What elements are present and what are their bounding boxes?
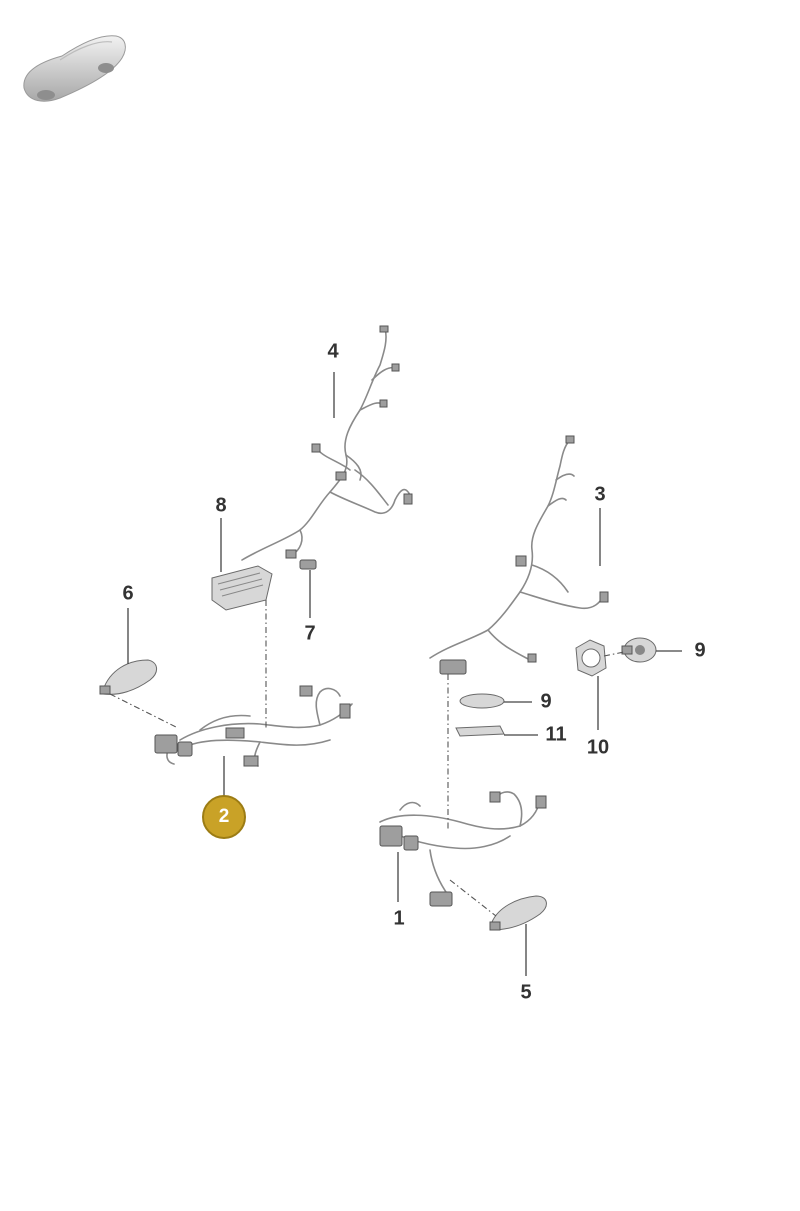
callout-6[interactable]: 6 <box>122 582 134 605</box>
backrest-harness-left[interactable] <box>241 325 413 561</box>
callout-11[interactable]: 11 <box>545 723 567 746</box>
callout-1[interactable]: 1 <box>393 907 405 930</box>
round-component-upper[interactable] <box>621 637 657 663</box>
bracket-part[interactable] <box>455 725 505 737</box>
callout-5[interactable]: 5 <box>520 981 532 1004</box>
side-cover-right[interactable] <box>489 895 547 931</box>
gasket-ring-part[interactable] <box>575 639 607 677</box>
oval-disc-part[interactable] <box>459 693 505 709</box>
car-thumbnail-icon[interactable] <box>23 35 126 102</box>
callout-4[interactable]: 4 <box>327 340 339 363</box>
control-module-part[interactable] <box>211 565 273 611</box>
callout-10[interactable]: 10 <box>586 736 610 759</box>
seat-base-harness-right[interactable] <box>379 791 547 907</box>
backrest-harness-right[interactable] <box>429 435 609 675</box>
seat-base-harness-left[interactable] <box>154 685 353 767</box>
callout-2-active[interactable]: 2 <box>202 795 246 839</box>
callout-8[interactable]: 8 <box>215 494 227 517</box>
side-cover-left[interactable] <box>99 659 157 695</box>
callout-9-lower[interactable]: 9 <box>540 690 552 713</box>
connector-part[interactable] <box>299 559 317 570</box>
callout-7[interactable]: 7 <box>304 622 316 645</box>
callout-3[interactable]: 3 <box>594 483 606 506</box>
callout-9-upper[interactable]: 9 <box>694 639 706 662</box>
